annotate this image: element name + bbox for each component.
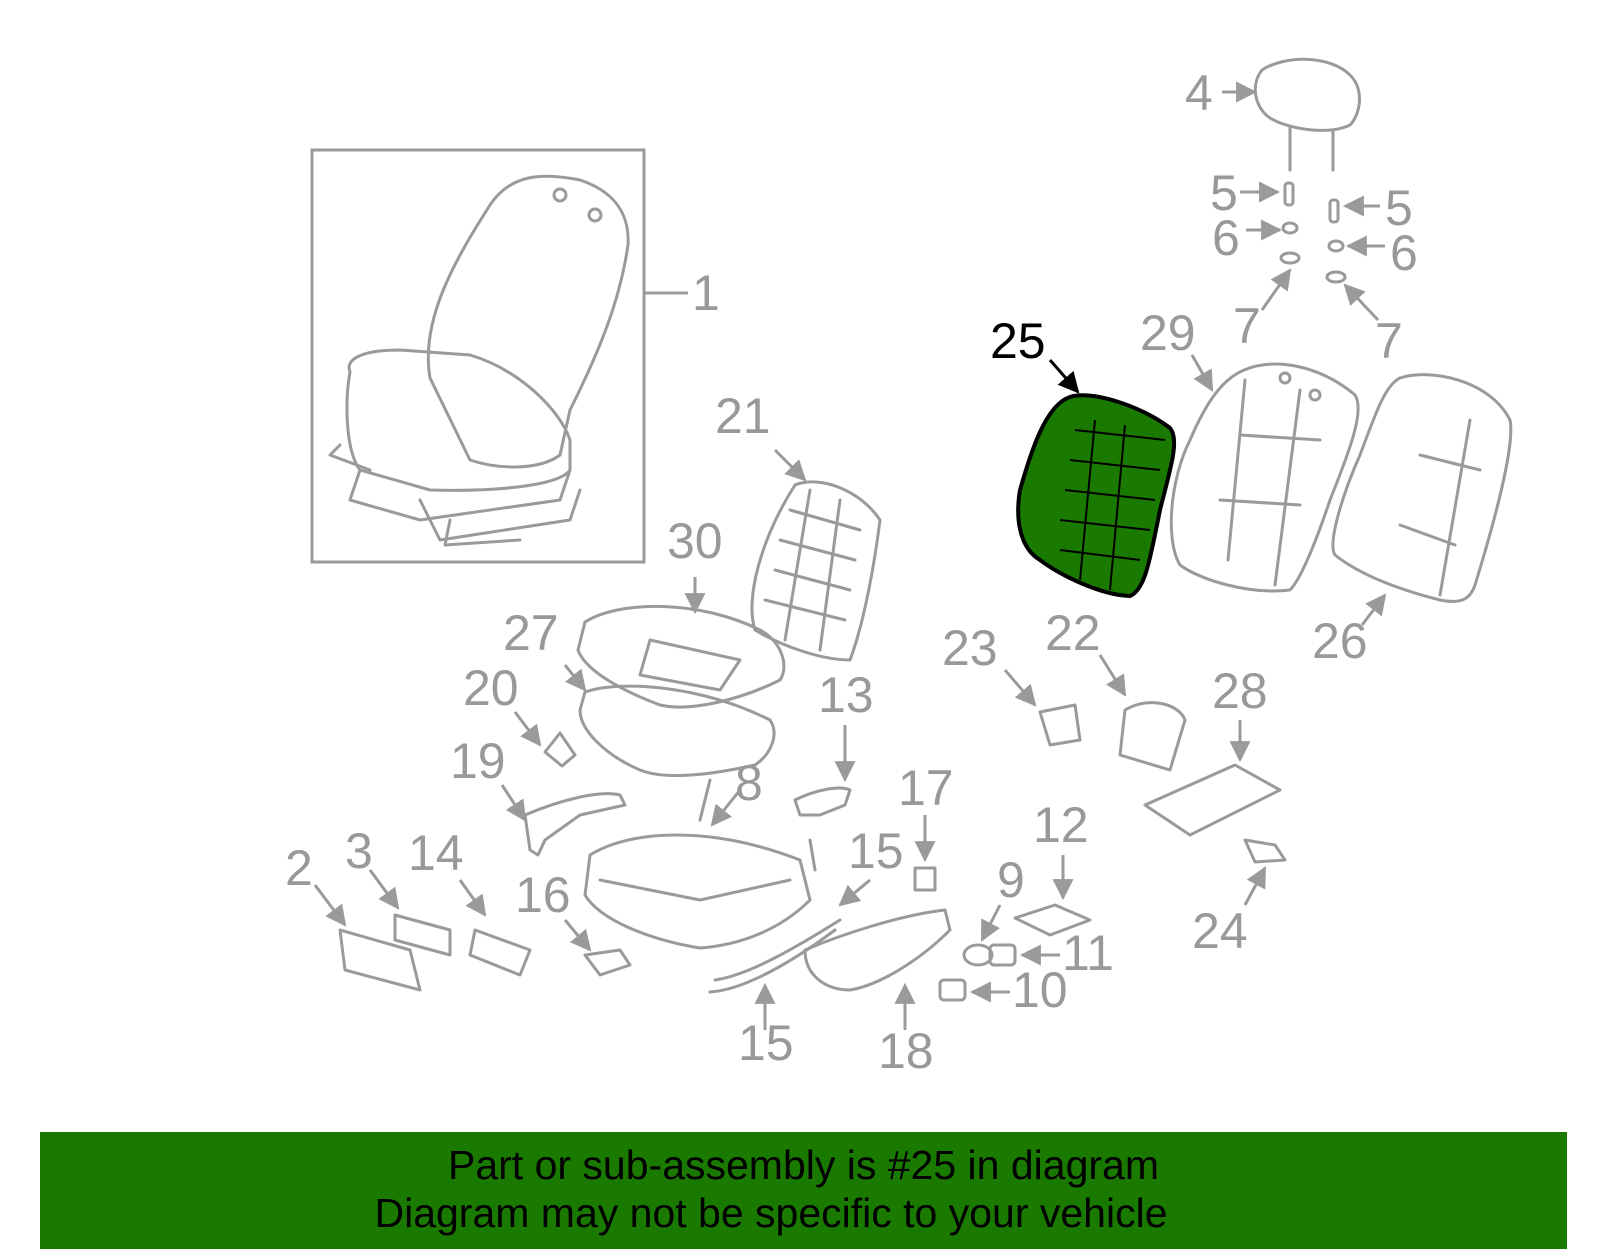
part-20-illustration[interactable]	[543, 731, 577, 768]
part-9-illustration[interactable]	[962, 943, 994, 967]
callout-4[interactable]: 4	[1185, 65, 1213, 121]
leader-19	[500, 784, 527, 822]
part-11-illustration[interactable]	[988, 943, 1017, 967]
callout-20[interactable]: 20	[463, 660, 519, 716]
leader-3	[368, 869, 400, 910]
part-16-illustration[interactable]	[583, 948, 632, 977]
callout-3[interactable]: 3	[345, 823, 373, 879]
callout-28[interactable]: 28	[1212, 663, 1268, 719]
seatback-pad-highlighted[interactable]	[1016, 393, 1177, 599]
part-10-illustration[interactable]	[938, 978, 967, 1002]
banner-line-2: Diagram may not be specific to your vehi…	[374, 1190, 1168, 1236]
callout-22[interactable]: 22	[1045, 605, 1101, 661]
callout-15b[interactable]: 15	[738, 1015, 794, 1071]
callout-8[interactable]: 8	[735, 755, 763, 811]
callout-12[interactable]: 12	[1033, 797, 1089, 853]
part-17-illustration[interactable]	[913, 866, 937, 892]
seat-track-upper[interactable]	[713, 918, 842, 982]
leader-7a	[1260, 268, 1292, 311]
leader-14	[458, 879, 487, 917]
leader-22	[1098, 654, 1127, 697]
callout-17[interactable]: 17	[898, 760, 954, 816]
leader-26	[1360, 593, 1387, 626]
part-19-illustration[interactable]	[523, 792, 627, 857]
part-24-illustration[interactable]	[1243, 838, 1287, 864]
callout-1[interactable]: 1	[692, 265, 720, 321]
callout-2[interactable]: 2	[285, 840, 313, 896]
part-22-illustration[interactable]	[1118, 701, 1187, 772]
callout-13[interactable]: 13	[818, 667, 874, 723]
part-23-illustration[interactable]	[1038, 703, 1082, 747]
leader-24	[1243, 866, 1267, 906]
callout-27[interactable]: 27	[503, 605, 559, 661]
leader-16	[563, 919, 592, 952]
leader-2	[313, 884, 347, 927]
banner-line-1: Part or sub-assembly is #25 in diagram	[448, 1142, 1159, 1188]
callout-25[interactable]: 25	[990, 313, 1046, 369]
callout-24[interactable]: 24	[1192, 903, 1248, 959]
side-shield-illustration[interactable]	[803, 908, 952, 992]
headrest-guides-illustration[interactable]	[1279, 181, 1347, 284]
seat-cushion-cover-illustration[interactable]	[576, 604, 786, 709]
callout-9[interactable]: 9	[997, 852, 1025, 908]
part-13-illustration[interactable]	[793, 786, 852, 817]
callout-7b[interactable]: 7	[1375, 313, 1403, 369]
callout-11[interactable]: 11	[1062, 925, 1114, 981]
seatback-frame-illustration[interactable]	[750, 480, 882, 662]
seat-cushion-pad-illustration[interactable]	[578, 684, 776, 777]
callout-26[interactable]: 26	[1312, 613, 1368, 669]
callout-15a[interactable]: 15	[848, 823, 904, 879]
leader-21	[773, 448, 807, 482]
seat-track-lower[interactable]	[708, 928, 837, 994]
callout-23[interactable]: 23	[942, 620, 998, 676]
callout-18[interactable]: 18	[878, 1023, 934, 1079]
callout-5a[interactable]: 5	[1210, 165, 1238, 221]
callout-16[interactable]: 16	[515, 867, 571, 923]
leader-27	[563, 664, 587, 692]
leader-20	[513, 711, 542, 747]
leader-15a	[838, 878, 871, 907]
callout-7a[interactable]: 7	[1233, 298, 1261, 354]
callout-5b[interactable]: 5	[1385, 180, 1413, 236]
part-info-banner: Part or sub-assembly is #25 in diagram D…	[40, 1132, 1567, 1249]
callout-29[interactable]: 29	[1140, 305, 1196, 361]
seatback-cover-front-illustration[interactable]	[1169, 362, 1360, 593]
leader-29	[1190, 354, 1214, 392]
leader-8	[710, 789, 742, 827]
callout-6b[interactable]: 6	[1390, 225, 1418, 281]
leader-9	[980, 904, 1002, 942]
callout-10[interactable]: 10	[1012, 962, 1068, 1018]
part-14-illustration[interactable]	[468, 928, 532, 977]
seat-frame-illustration[interactable]	[583, 778, 817, 950]
seat-assembly-frame	[310, 148, 646, 564]
callout-21[interactable]: 21	[715, 388, 771, 444]
part-28-illustration[interactable]	[1143, 763, 1282, 837]
callout-14[interactable]: 14	[408, 825, 464, 881]
part-12-illustration[interactable]	[1013, 903, 1092, 937]
leader-7b	[1343, 283, 1380, 322]
leader-25	[1048, 359, 1080, 394]
callout-19[interactable]: 19	[450, 733, 506, 789]
part-3-illustration[interactable]	[393, 913, 452, 957]
seatback-cover-rear-illustration[interactable]	[1331, 373, 1513, 603]
headrest-illustration[interactable]	[1253, 57, 1361, 172]
callout-30[interactable]: 30	[667, 513, 723, 569]
leader-23	[1003, 669, 1037, 707]
part-2-illustration[interactable]	[338, 928, 422, 992]
seat-assembly-illustration[interactable]	[310, 148, 646, 564]
callout-6a[interactable]: 6	[1212, 210, 1240, 266]
